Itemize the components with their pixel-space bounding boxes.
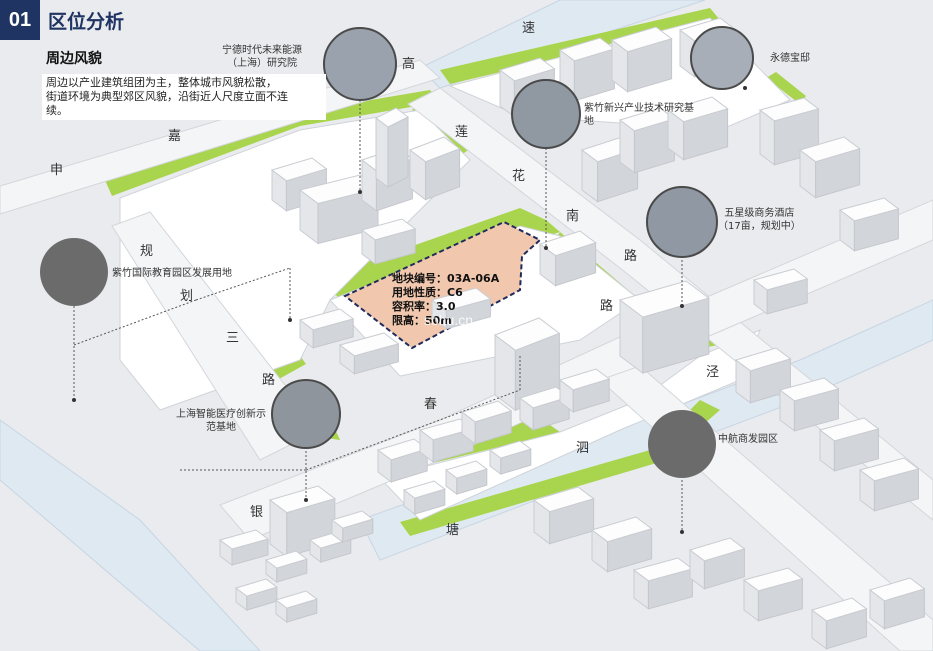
leader-dots — [72, 86, 747, 534]
poi-photo-ningde — [323, 27, 397, 101]
building-block — [666, 96, 729, 161]
road-label-char: 塘 — [446, 523, 460, 538]
plot-info-line: 限高：50m — [392, 314, 452, 327]
building-block — [375, 107, 409, 188]
building-block — [590, 516, 653, 573]
road-label-char: 三 — [226, 331, 240, 346]
road-label-char: 嘉 — [168, 129, 182, 144]
poi-photo-medical — [271, 379, 341, 449]
building-block — [418, 418, 475, 463]
building-block — [778, 377, 840, 432]
poi-label-line: （17亩，规划中） — [718, 221, 801, 232]
plot-info-line: 用地性质：C6 — [392, 286, 463, 299]
building-block — [838, 197, 900, 252]
building-block — [488, 440, 532, 476]
plot-info-line: 容积率：3.0 — [392, 300, 456, 313]
poi-label-line: 紫竹新兴产业技术研究基 — [584, 103, 694, 114]
poi-label-zizhu-edu: 紫竹国际教育园区发展用地 — [112, 268, 232, 279]
building-block — [234, 578, 278, 612]
poi-label-line: 宁德时代未来能源 — [222, 45, 302, 56]
road-label-char: 申 — [50, 163, 64, 178]
description-line: 周边以产业建筑组团为主，整体城市风貌松散， — [46, 76, 277, 89]
road-label-char: 速 — [522, 21, 536, 36]
site-plot — [343, 220, 542, 350]
road-label-char: 泗 — [576, 441, 590, 456]
building-block — [752, 268, 809, 315]
subtitle: 周边风貌 — [46, 51, 102, 67]
road-label-char: 花 — [512, 169, 526, 184]
building-block — [558, 368, 611, 413]
buildings — [218, 17, 926, 650]
building-block — [810, 597, 868, 650]
building-block — [402, 480, 446, 516]
poi-label-medical: 上海智能医疗创新示 范基地 — [176, 408, 266, 434]
poi-label-ningde: 宁德时代未来能源 （上海）研究院 — [222, 44, 302, 70]
building-block — [538, 230, 597, 287]
road-label-char: 莲 — [455, 125, 469, 140]
building-block — [688, 537, 746, 590]
building-block — [444, 460, 488, 496]
poi-label-line: 范基地 — [206, 422, 236, 433]
building-block — [430, 287, 492, 330]
poi-photo-hotel — [646, 186, 718, 258]
section-header: 01 区位分析 — [0, 0, 124, 40]
poi-label-yongde: 永德宝邸 — [770, 53, 810, 64]
poi-circle-avic — [648, 410, 716, 478]
building-block — [858, 457, 920, 512]
road-label-char: 划 — [180, 289, 194, 304]
poi-markers — [40, 26, 754, 478]
poi-circle-zizhu-edu — [40, 238, 108, 306]
poi-label-line: （上海）研究院 — [227, 58, 297, 69]
building-block — [742, 567, 804, 622]
leader-lines — [73, 100, 683, 532]
road-label-char: 规 — [140, 244, 154, 259]
poi-label-line: 地 — [584, 116, 594, 127]
description-box: 周边以产业建筑组团为主，整体城市风貌松散， 街道环境为典型郊区风貌，沿街近人尺度… — [42, 74, 326, 120]
section-title: 区位分析 — [48, 10, 125, 33]
building-block — [408, 136, 461, 201]
building-block — [818, 417, 880, 472]
road-label-char: 银 — [250, 505, 264, 520]
building-block — [618, 280, 710, 375]
poi-photo-zizhu-tech — [511, 79, 581, 149]
poi-label-hotel: 五星级商务酒店 （17亩，规划中） — [718, 207, 801, 233]
plot-info: 地块编号：03A-06A 用地性质：C6 容积率：3.0 限高：50m — [392, 272, 499, 328]
description-line: 街道环境为典型郊区风貌，沿街近人尺度立面不连 — [46, 90, 288, 103]
road-label-char: 泾 — [706, 365, 720, 380]
poi-label-line: 上海智能医疗创新示 — [176, 409, 266, 420]
building-block — [376, 438, 429, 483]
poi-label-line: 五星级商务酒店 — [724, 208, 795, 219]
poi-photo-yongde — [690, 26, 754, 90]
building-block — [798, 136, 861, 199]
poi-label-avic: 中航商发园区 — [718, 434, 778, 445]
building-block — [868, 577, 926, 630]
building-block — [632, 557, 694, 610]
road-label-char: 路 — [600, 299, 614, 314]
building-block — [264, 550, 308, 584]
building-block — [460, 400, 513, 445]
section-number: 01 — [0, 0, 40, 40]
building-block — [218, 529, 270, 566]
building-block — [532, 486, 595, 545]
building-block — [330, 510, 374, 544]
road-label-char: 高 — [402, 57, 416, 72]
building-block — [274, 590, 318, 624]
watermark: sohu.cn — [424, 312, 474, 328]
road-label-char: 南 — [566, 209, 580, 224]
road-label-char: 春 — [424, 397, 438, 412]
road-label-char: 路 — [262, 373, 276, 388]
plot-info-line: 地块编号：03A-06A — [392, 272, 500, 285]
building-block — [518, 386, 571, 431]
building-block — [610, 26, 673, 93]
building-block — [338, 332, 400, 375]
road-label-char: 路 — [624, 249, 638, 264]
description-line: 续。 — [46, 104, 68, 117]
building-block — [618, 107, 676, 174]
building-block — [298, 308, 355, 349]
building-block — [360, 218, 417, 265]
poi-label-zizhu-tech: 紫竹新兴产业技术研究基 地 — [584, 102, 694, 128]
